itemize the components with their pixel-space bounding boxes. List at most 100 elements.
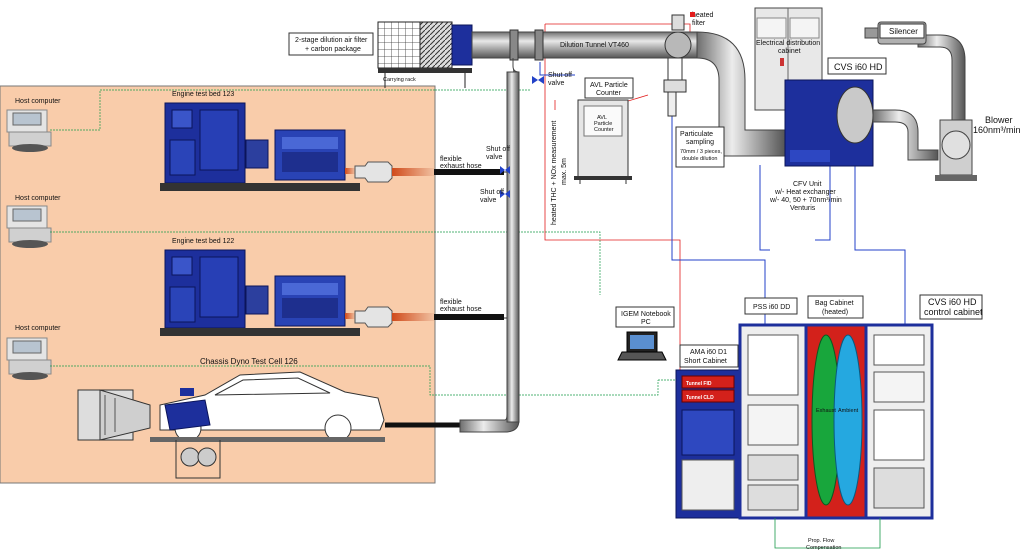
flexible-exhaust-hose-122 xyxy=(392,313,434,321)
ps-label-3: 70mm / 3 pieces, xyxy=(680,149,722,155)
tunnel-flange xyxy=(664,31,692,59)
flexible-hose-label-1b: exhaust hose xyxy=(440,163,482,170)
exhaust-pipe-123 xyxy=(345,168,355,174)
control-cabinet-label-2: control cabinet xyxy=(924,307,983,317)
silencer-label: Silencer xyxy=(889,27,918,36)
igem-notebook-pc xyxy=(617,331,667,361)
prop-flow-line xyxy=(774,518,881,549)
catalytic-converter-123 xyxy=(354,161,393,183)
host-computer-label-2: Host computer xyxy=(15,195,61,202)
engine-test-bed-123 xyxy=(160,102,360,191)
bag-label-box xyxy=(807,295,864,319)
chassis-dyno-fan xyxy=(77,389,151,441)
ps-label-2: sampling xyxy=(686,139,714,146)
tunnel-cld-label: Tunnel CLD xyxy=(686,395,714,401)
bag-cabinet xyxy=(804,323,868,520)
bag-exhaust-label: Exhaust xyxy=(816,408,836,414)
flexible-hose-label-2: flexible xyxy=(440,299,462,306)
host-computer-2 xyxy=(6,205,52,248)
cfv-label-1: CFV Unit xyxy=(793,181,821,188)
avl-device-2: Particle xyxy=(594,121,612,127)
filter-label-2: + carbon package xyxy=(305,46,361,53)
host-computer-label-3: Host computer xyxy=(15,325,61,332)
ps-label-4: double dilution xyxy=(682,156,717,162)
host-computer-3 xyxy=(6,337,52,380)
shut-off-valve-1 xyxy=(500,166,510,174)
signal-lines-blue xyxy=(539,62,906,325)
catalytic-converter-122 xyxy=(354,306,393,328)
igem-label-box xyxy=(615,306,675,328)
pss-label: PSS i60 DD xyxy=(753,304,790,311)
heated-filter-label-1: heated xyxy=(692,12,714,19)
igem-label-2: PC xyxy=(641,319,651,326)
blower-label-1: Blower xyxy=(985,115,1013,125)
dyno-pit xyxy=(175,440,221,479)
silencer-label-box xyxy=(879,23,925,39)
avl-label-1: AVL Particle xyxy=(590,82,628,89)
shut-off-valve-top xyxy=(532,76,544,84)
ama-label-1: AMA i60 D1 xyxy=(690,349,727,356)
avl-label-2: Counter xyxy=(596,90,622,97)
avl-particle-counter xyxy=(574,99,632,184)
valve-label-1b: valve xyxy=(486,154,502,161)
dyno-floor xyxy=(150,437,385,442)
heated-filter-label-2: filter xyxy=(692,20,706,27)
cfv-label-2: w/- Heat exchanger xyxy=(774,189,836,196)
valve-label-top-1: Shut off xyxy=(548,72,572,79)
silencer-pipe xyxy=(917,34,966,121)
avl-device-1: AVL xyxy=(597,115,607,121)
control-cabinet-label-1: CVS i60 HD xyxy=(928,297,977,307)
prop-flow-label-2: Compensation xyxy=(806,545,841,551)
host-computer-label-1: Host computer xyxy=(15,98,61,105)
cfv-label-4: Venturis xyxy=(790,205,816,212)
engine-bed-123-label: Engine test bed 123 xyxy=(172,91,234,98)
avl-label-box xyxy=(584,77,634,99)
exhaust-pipe-122 xyxy=(345,313,355,319)
dilution-air-filter xyxy=(377,21,473,88)
valve-label-1a: Shut off xyxy=(486,146,510,153)
valve-label-2b: valve xyxy=(480,197,496,204)
ps-label-1: Particulate xyxy=(680,131,713,138)
engine-bed-122-label: Engine test bed 122 xyxy=(172,238,234,245)
car-on-dyno xyxy=(159,371,385,442)
chassis-dyno-label: Chassis Dyno Test Cell 126 xyxy=(200,357,298,366)
ama-label-2: Short Cabinet xyxy=(684,358,727,365)
shut-off-valve-2 xyxy=(500,190,510,198)
igem-label-1: IGEM Notebook xyxy=(621,311,671,318)
engine-test-bed-122 xyxy=(160,249,360,336)
control-cabinet-label-box xyxy=(919,294,983,320)
cvs-unit xyxy=(784,79,874,167)
particulate-sampling-box xyxy=(675,126,725,168)
flexible-hose-label-1: flexible xyxy=(440,156,462,163)
sample-probes xyxy=(663,58,687,117)
pss-cabinet xyxy=(738,323,808,520)
flexible-hose-label-2b: exhaust hose xyxy=(440,306,482,313)
ama-label-box xyxy=(679,344,739,368)
cvs-control-cabinet xyxy=(864,323,934,520)
ama-cabinet xyxy=(675,369,741,519)
dilution-tunnel-label: Dilution Tunnel VT460 xyxy=(560,42,629,49)
host-computer-1 xyxy=(6,109,52,152)
flexible-exhaust-hose-123 xyxy=(392,168,434,176)
blower-label-2: 160nm³/min xyxy=(973,125,1021,135)
heated-line-label: heated THC + NOx measurement xyxy=(551,121,558,225)
heated-line-label-2: max. 5m xyxy=(561,158,568,185)
electrical-cabinet-label-2: cabinet xyxy=(778,48,801,55)
cvs-outlet-pipe xyxy=(872,109,939,161)
filter-label-box xyxy=(288,32,374,56)
blower xyxy=(935,119,977,181)
cvs-label-box xyxy=(827,57,887,75)
bag-label-2: (heated) xyxy=(822,309,848,316)
tunnel-fid-label: Tunnel FID xyxy=(686,381,712,387)
prop-flow-label-1: Prop. Flow xyxy=(808,538,834,544)
valve-label-top-2: valve xyxy=(548,80,564,87)
valve-label-2a: Shut off xyxy=(480,189,504,196)
filter-label-1: 2-stage dilution air filter xyxy=(295,37,368,44)
cfv-label-3: w/- 40, 50 + 70nm³/min xyxy=(769,197,842,204)
electrical-cabinet-label-1: Electrical distribution xyxy=(756,40,820,47)
bag-ambient-label: Ambient xyxy=(838,408,859,414)
avl-device-3: Counter xyxy=(594,127,614,133)
carrying-rack-label: Carrying rack xyxy=(383,77,416,83)
bag-label-1: Bag Cabinet xyxy=(815,300,854,307)
